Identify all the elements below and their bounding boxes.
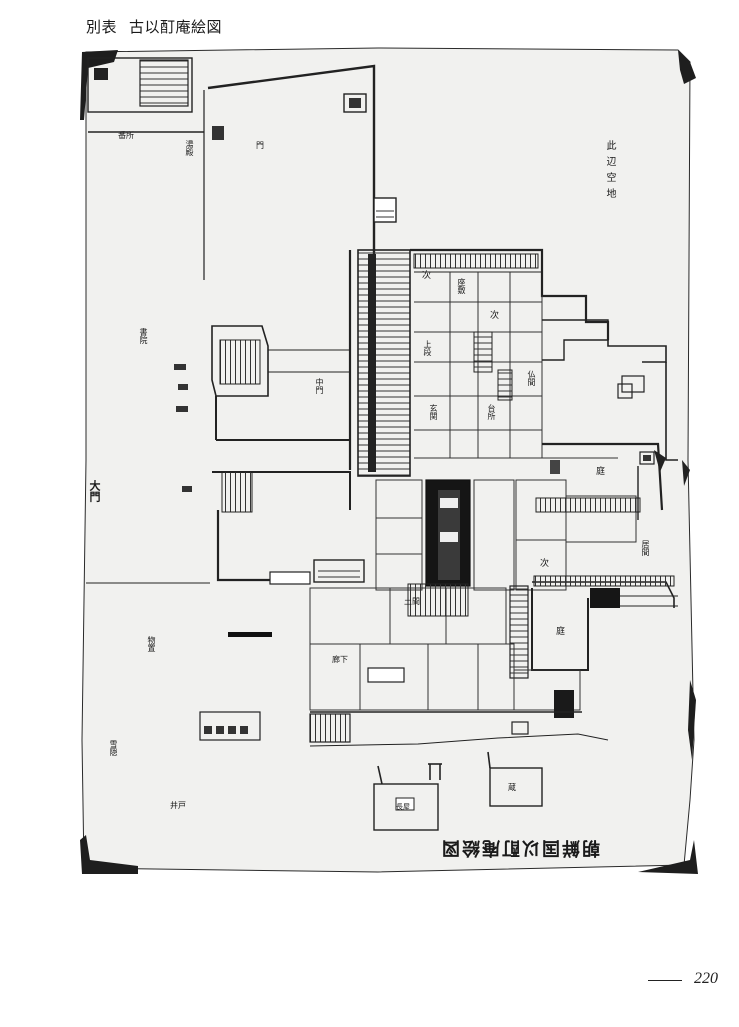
left-pavilion bbox=[211, 325, 269, 397]
footer-rule bbox=[648, 980, 682, 981]
plan-label: 書院 bbox=[139, 328, 148, 344]
left-lower-courtyard bbox=[212, 471, 351, 510]
sheet-edge-bottom-right bbox=[638, 840, 698, 874]
sheet-edge-right bbox=[688, 680, 696, 760]
corner-building bbox=[87, 57, 193, 113]
inverted-plan-title: 朝鮮国以酊庵絵図 bbox=[440, 837, 600, 858]
outbuilding-right bbox=[489, 767, 543, 807]
plan-label: 庭 bbox=[556, 627, 566, 637]
plan-label: 長屋 bbox=[396, 803, 410, 811]
plan-label: 居間 bbox=[641, 540, 650, 556]
sheet-edge-top-right bbox=[678, 50, 696, 84]
page-header: 別表古以酊庵絵図 bbox=[86, 16, 222, 37]
page-footer: 220 bbox=[640, 970, 730, 990]
plan-label: 中門 bbox=[315, 378, 324, 394]
plan-label: 次 bbox=[490, 311, 500, 321]
plan-label: 台所 bbox=[487, 404, 496, 420]
plan-label: 座敷 bbox=[457, 278, 466, 294]
central-gallery bbox=[357, 249, 411, 477]
plan-label: 上段 bbox=[423, 340, 432, 356]
plan-label: 土間 bbox=[404, 597, 420, 606]
floor-plan-drawing bbox=[80, 47, 698, 874]
header-title: 古以酊庵絵図 bbox=[129, 18, 223, 36]
page-number: 220 bbox=[694, 970, 718, 987]
left-gate-label: 大門 bbox=[88, 480, 101, 502]
sheet-edge-top-left bbox=[80, 50, 118, 120]
plan-label: 玄関 bbox=[429, 404, 438, 420]
lower-room-grid bbox=[309, 587, 581, 711]
corner-building-stair bbox=[139, 59, 189, 107]
top-right-note: 此辺空地 bbox=[604, 140, 615, 204]
plan-label: 門 bbox=[256, 141, 264, 150]
header-label: 別表 bbox=[86, 18, 118, 36]
plan-label: 庭 bbox=[596, 467, 606, 477]
upper-courtyard-wall bbox=[207, 64, 376, 260]
plan-label: 井戸 bbox=[170, 801, 186, 810]
plan-label: 蔵 bbox=[508, 783, 516, 792]
storehouse-strip bbox=[199, 711, 261, 741]
plan-label: 次 bbox=[422, 271, 432, 281]
outbuilding-left bbox=[373, 783, 439, 831]
plan-label: 湯殿 bbox=[185, 140, 194, 156]
plan-label: 雪隠 bbox=[109, 740, 118, 756]
sheet-edge-bottom-left bbox=[80, 835, 138, 874]
plan-label: 仏間 bbox=[527, 370, 536, 386]
plan-label: 物置 bbox=[147, 636, 156, 652]
floor-plan-plate: 次 座敷 次 上段 玄関 台所 庭 次 土間 廊下 庭 蔵 長屋 門 番所 湯殿… bbox=[78, 40, 700, 880]
plan-label: 廊下 bbox=[332, 655, 348, 664]
plan-label: 番所 bbox=[118, 131, 134, 140]
plan-label: 次 bbox=[540, 559, 550, 569]
